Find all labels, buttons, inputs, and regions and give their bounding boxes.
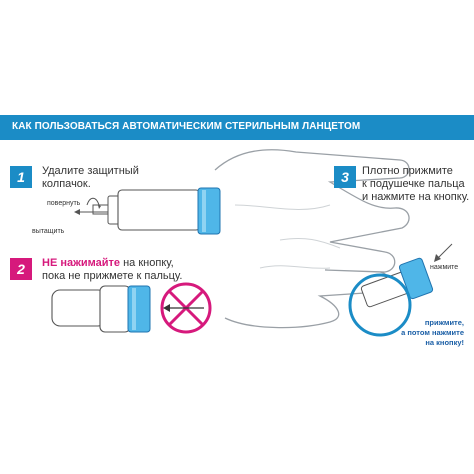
step3-line1: Плотно прижмите	[362, 165, 453, 177]
press-note-line1: прижмите,	[424, 318, 464, 327]
step3-text: Плотно прижмите к подушечке пальца и наж…	[362, 165, 469, 204]
step1-number-badge: 1	[10, 166, 32, 188]
pull-label: вытащить	[32, 228, 65, 235]
highlight-circle	[348, 273, 412, 337]
step3-line3: и нажмите на кнопку.	[362, 191, 470, 203]
step3-number-badge: 3	[334, 166, 356, 188]
press-label: нажмите	[430, 264, 459, 271]
page-title: КАК ПОЛЬЗОВАТЬСЯ АВТОМАТИЧЕСКИМ СТЕРИЛЬН…	[12, 121, 361, 132]
step3-line2: к подушечке пальца	[362, 178, 465, 190]
step1-line1: Удалите защитный	[42, 165, 139, 177]
title-banner: КАК ПОЛЬЗОВАТЬСЯ АВТОМАТИЧЕСКИМ СТЕРИЛЬН…	[0, 115, 474, 140]
lancet-step3	[360, 257, 434, 308]
press-note-line3: на кнопку!	[425, 338, 464, 347]
lancet-step2	[51, 285, 151, 333]
step2-line2: пока не прижмете к пальцу.	[42, 270, 183, 282]
lancet-step1	[92, 187, 221, 235]
twist-label: повернуть	[47, 200, 81, 207]
step1-line2: колпачок.	[42, 178, 91, 190]
step2-warning: НЕ нажимайте	[42, 257, 121, 269]
step2-number-badge: 2	[10, 258, 32, 280]
step2-line1-rest: на кнопку,	[120, 257, 174, 269]
press-note-line2: а потом нажмите	[401, 328, 464, 337]
press-note: прижмите, а потом нажмите на кнопку!	[378, 318, 464, 348]
no-press-icon	[160, 282, 212, 334]
step2-line1: НЕ нажимайте на кнопку,	[42, 257, 182, 270]
step2-text: НЕ нажимайте на кнопку, пока не прижмете…	[42, 257, 182, 283]
step1-text: Удалите защитный колпачок.	[42, 165, 139, 191]
